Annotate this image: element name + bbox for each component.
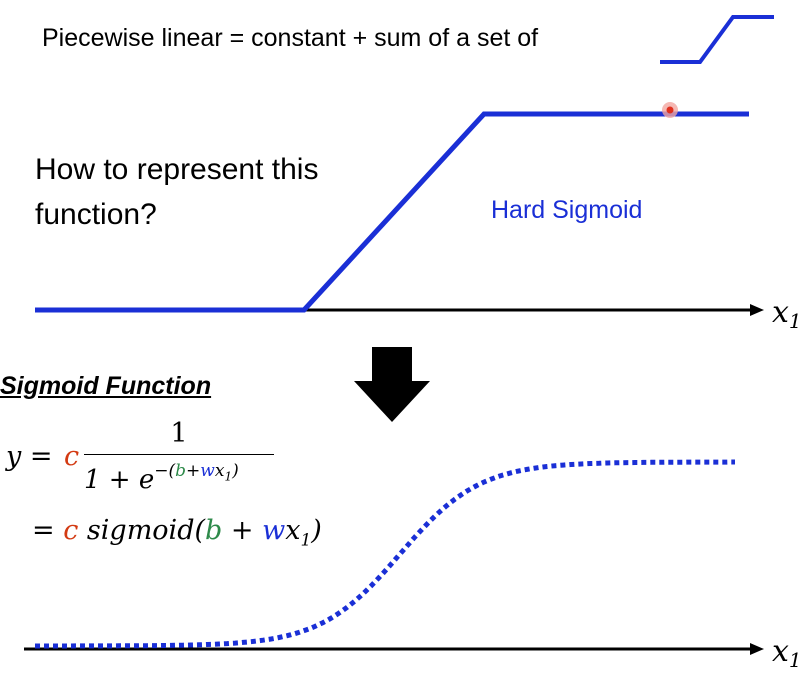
- header-title: Piecewise linear = constant + sum of a s…: [42, 24, 539, 52]
- down-arrow-icon: [354, 347, 430, 422]
- step-icon: [660, 15, 774, 64]
- question-text: How to represent this function?: [35, 153, 319, 231]
- bottom-x-axis-label: x1: [772, 634, 802, 672]
- sigmoid-function-title: Sigmoid Function: [0, 372, 212, 400]
- sigmoid-curve: [35, 459, 735, 649]
- top-x-axis-label: x1: [772, 295, 802, 333]
- denominator-base: 1 + e: [84, 465, 155, 495]
- cursor-dot-core: [666, 106, 674, 114]
- fraction-denominator: 1 + e−(b+wx1): [84, 461, 239, 495]
- equation-y: y =: [6, 441, 53, 472]
- fraction-numerator: 1: [170, 418, 188, 449]
- top-x-axis-arrowhead: [750, 304, 764, 316]
- hard-sigmoid-curve: [35, 111, 749, 313]
- sigmoid-fraction: 1 1 + e−(b+wx1): [84, 418, 274, 496]
- hard-sigmoid-label: Hard Sigmoid: [491, 196, 643, 224]
- exponent: −(b+wx1): [154, 461, 239, 484]
- fraction-bar: [84, 454, 274, 455]
- equation-c: c: [64, 441, 80, 472]
- bottom-x-axis-arrowhead: [750, 643, 764, 655]
- equation-sigmoid: = c sigmoid(b + wx1): [32, 515, 322, 551]
